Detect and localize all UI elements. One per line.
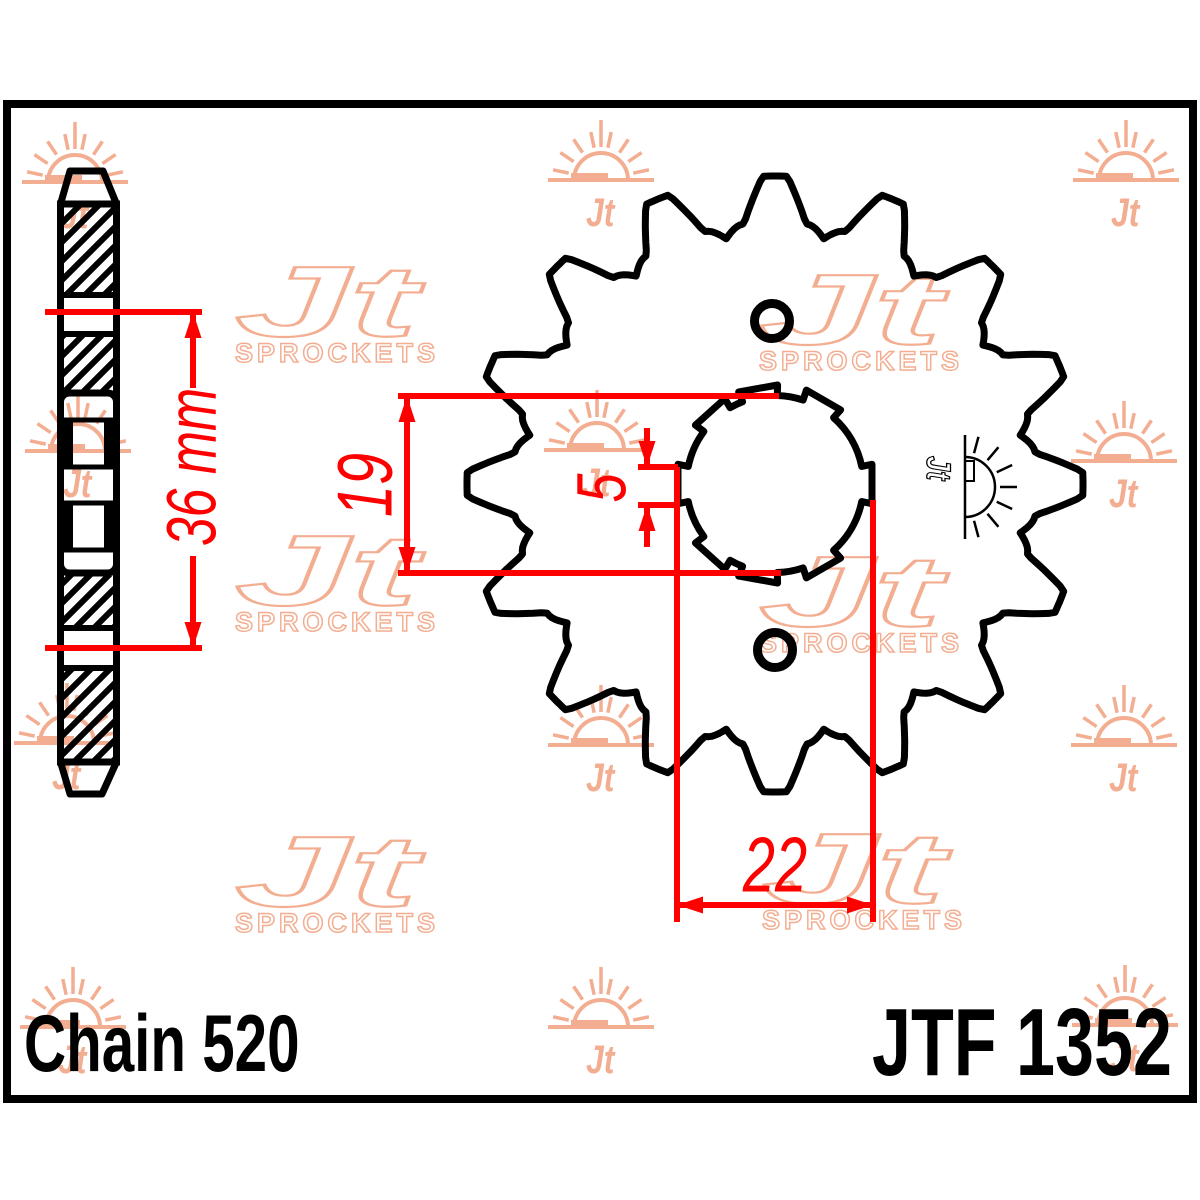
sun-logo-watermark: Jt — [548, 685, 654, 800]
dimension-arrow — [847, 896, 873, 914]
jt-stamp-icon: Jt — [919, 435, 1017, 539]
jt-glyph-watermark: Jt — [235, 246, 425, 358]
dimension-arrow — [184, 312, 202, 338]
sprockets-wordmark-watermark: SPROCKETS — [235, 338, 439, 368]
dimension-arrow — [398, 396, 416, 422]
jt-glyph-watermark: Jt — [58, 1037, 88, 1082]
dimension-arrow — [638, 505, 656, 531]
hub-section — [57, 389, 120, 577]
dimension-label: 22 — [742, 821, 807, 909]
dimension-arrow — [638, 441, 656, 467]
jt-glyph-watermark: Jt — [1109, 755, 1139, 800]
jt-glyph-watermark: Jt — [235, 816, 425, 928]
bolt-hole — [753, 628, 797, 672]
sun-logo-watermark: Jt — [1071, 401, 1177, 516]
sun-logo-watermark: Jt — [1073, 120, 1179, 235]
side-view — [57, 167, 120, 798]
dimension-layer: 36 mm 19 5 22 — [45, 309, 876, 922]
jt-glyph-watermark: Jt — [586, 190, 616, 235]
jt-glyph-watermark: Jt — [235, 515, 425, 627]
sprockets-wordmark-watermark: SPROCKETS — [235, 607, 439, 637]
jt-glyph-watermark: Jt — [582, 460, 612, 505]
sun-logo-watermark: Jt — [20, 967, 126, 1082]
spline-bore — [674, 381, 876, 587]
jt-glyph-watermark: Jt — [1109, 471, 1139, 516]
dimension-label: 19 — [321, 453, 409, 517]
dimension-label: 36 mm — [153, 388, 231, 546]
sprockets-wordmark-watermark: SPROCKETS — [759, 346, 963, 376]
bolt-hole — [750, 299, 794, 343]
tooth-tip-section — [57, 167, 120, 208]
sun-logo-watermark: Jt — [1071, 685, 1177, 800]
sprockets-wordmark-watermark: SPROCKETS — [762, 905, 966, 935]
dimension-22mm: 22 — [674, 467, 876, 922]
jt-glyph-watermark: Jt — [1110, 1035, 1140, 1080]
part-number-label: JTF 1352 — [872, 989, 1172, 1096]
hatch-area — [64, 671, 113, 760]
dimension-arrow — [184, 622, 202, 648]
hatch-area — [64, 207, 113, 293]
sun-logo-watermark: Jt — [544, 390, 650, 505]
hatch-area — [64, 576, 113, 626]
drawing-border — [3, 100, 1197, 1103]
svg-text:Jt: Jt — [919, 456, 958, 482]
tooth-tip-section — [57, 758, 120, 798]
sun-logo-watermark: Jt — [548, 967, 654, 1082]
dimension-5mm: 5 — [563, 428, 678, 547]
sun-logo-watermark: Jt — [548, 120, 654, 235]
sprockets-wordmark-watermark: SPROCKETS — [235, 908, 439, 938]
dimension-19mm: 19 — [321, 393, 781, 576]
dimension-label: 5 — [563, 473, 641, 502]
front-view: Jt — [463, 172, 1087, 796]
sun-logo-watermark: Jt — [1072, 965, 1178, 1080]
jt-glyph-watermark: Jt — [586, 755, 616, 800]
sprocket-outline — [463, 172, 1087, 796]
dimension-arrow — [398, 547, 416, 573]
dimension-36mm: 36 mm — [45, 309, 231, 651]
chain-size-label: Chain 520 — [24, 999, 300, 1089]
jt-glyph-watermark: Jt — [759, 536, 949, 648]
dimension-arrow — [677, 896, 703, 914]
hatch-area — [64, 337, 113, 391]
jt-glyph-watermark: Jt — [1111, 190, 1141, 235]
drawing-layer: Jt — [57, 167, 1087, 798]
jt-glyph-watermark: Jt — [586, 1037, 616, 1082]
